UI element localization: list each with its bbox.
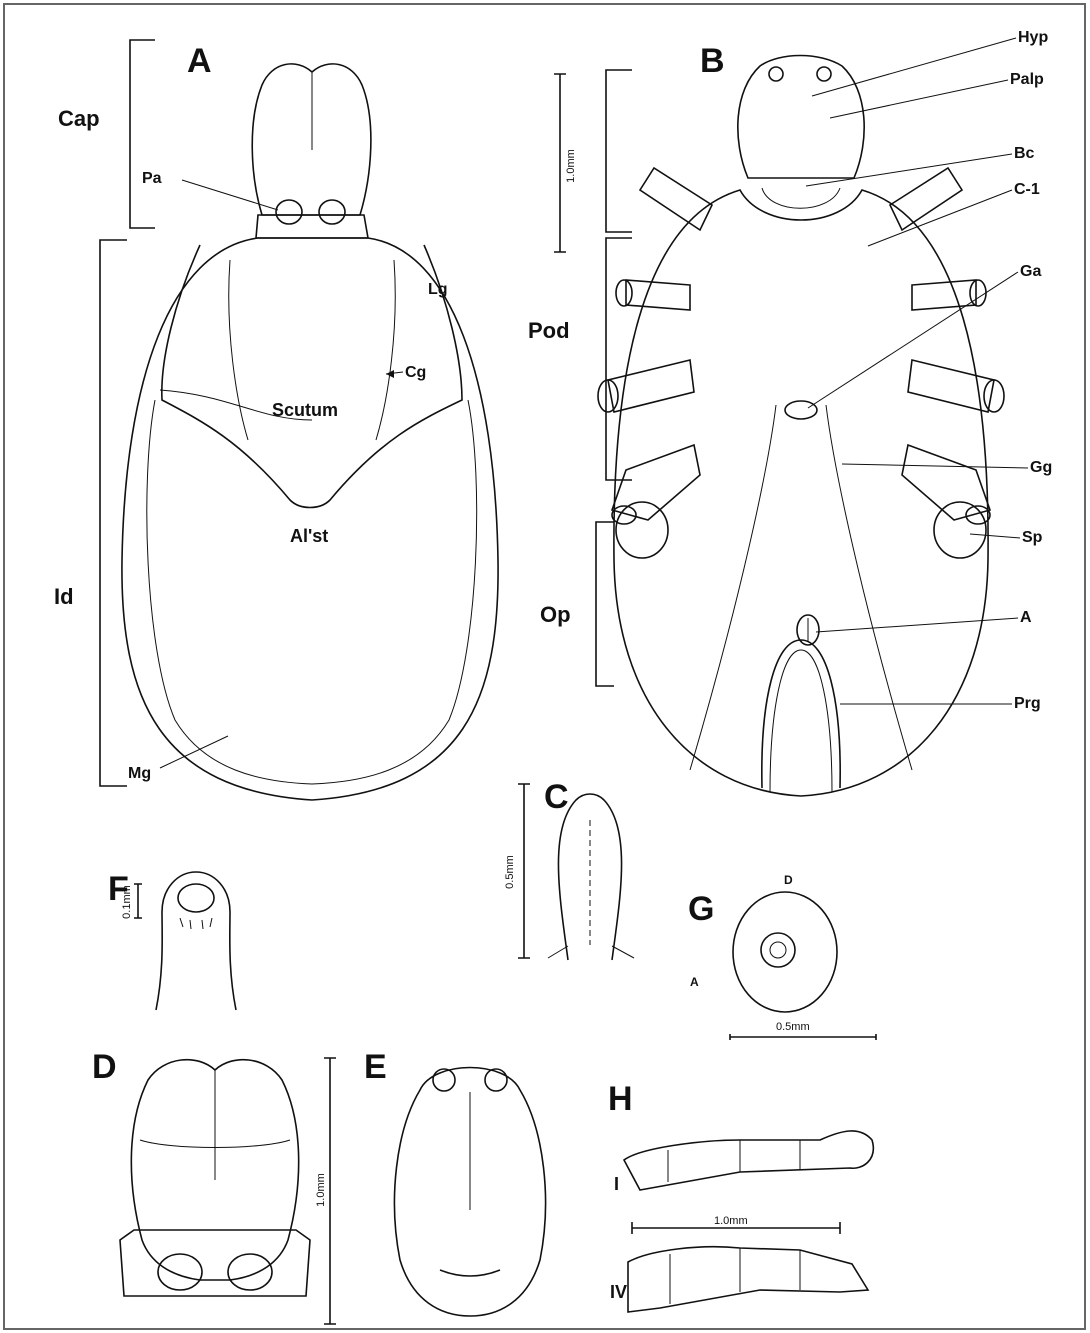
label-g-anterior: A — [690, 975, 699, 989]
panel-label-g: G — [688, 890, 714, 928]
label-palp: Palp — [1010, 71, 1044, 88]
body-outline-a — [122, 238, 498, 800]
label-sp: Sp — [1022, 529, 1043, 546]
scale-label-b: 1.0mm — [565, 149, 577, 183]
label-cg: Cg — [405, 364, 426, 381]
figure-e-capitulum-ventral: E — [364, 1048, 546, 1316]
label-cap: Cap — [58, 106, 100, 131]
scale-label-f: 0.1mm — [121, 885, 133, 919]
label-alst: Al'st — [290, 526, 328, 546]
label-bc: Bc — [1014, 145, 1035, 162]
label-hyp: Hyp — [1018, 29, 1048, 46]
label-scutum: Scutum — [272, 400, 338, 420]
panel-label-e: E — [364, 1048, 387, 1086]
panel-label-b: B — [700, 42, 725, 80]
scale-label-h: 1.0mm — [714, 1215, 748, 1227]
panel-label-h: H — [608, 1080, 633, 1118]
label-prg: Prg — [1014, 695, 1041, 712]
label-anus: A — [1020, 609, 1032, 626]
label-c1: C-1 — [1014, 181, 1040, 198]
panel-label-c: C — [544, 778, 569, 816]
figure-c-hypostome: C 0.5mm — [504, 778, 634, 960]
label-leg-i: I — [614, 1174, 619, 1194]
label-lg: Lg — [428, 281, 448, 298]
label-leg-iv: IV — [610, 1282, 627, 1302]
panel-label-a: A — [187, 42, 212, 80]
scale-label-g: 0.5mm — [776, 1021, 810, 1033]
panel-label-d: D — [92, 1048, 117, 1086]
plate-border — [4, 4, 1085, 1329]
figure-f-genital-aperture: F 0.1mm — [108, 870, 236, 1010]
figure-h-legs: H I 1.0mm IV — [608, 1080, 873, 1312]
body-outline-b — [614, 190, 988, 796]
label-gg: Gg — [1030, 459, 1052, 476]
label-op: Op — [540, 602, 571, 627]
label-g-dorsal: D — [784, 873, 793, 887]
figure-a-dorsal-view: A Cap Id Pa Scutum Al'st Lg Cg Mg — [54, 40, 498, 800]
label-pod: Pod — [528, 318, 570, 343]
label-id: Id — [54, 584, 74, 609]
label-mg: Mg — [128, 765, 151, 782]
figure-d-capitulum-dorsal: D — [92, 1048, 310, 1296]
scale-label-c: 0.5mm — [504, 855, 516, 889]
label-pa: Pa — [142, 170, 162, 187]
scale-label-e: 1.0mm — [315, 1173, 327, 1207]
figure-g-spiracular-plate: G D A 0.5mm — [688, 873, 876, 1040]
figure-b-ventral-view: B 1.0mm Pod Op — [528, 29, 1052, 796]
label-ga: Ga — [1020, 263, 1041, 280]
